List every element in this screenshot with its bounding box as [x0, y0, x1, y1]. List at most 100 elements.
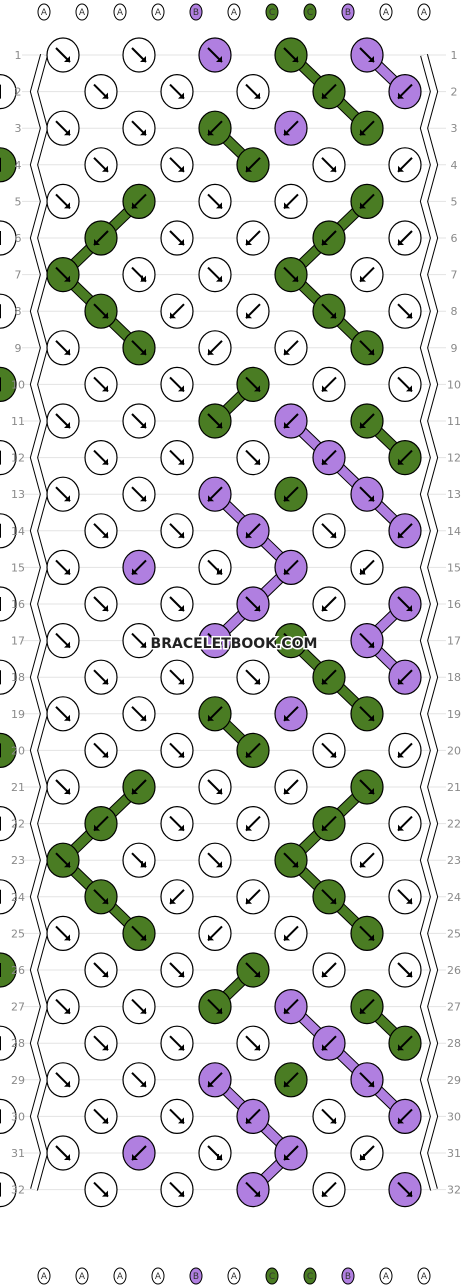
knot-arrow-head: [254, 678, 260, 685]
row-number-right: 8: [451, 305, 458, 318]
row-number-right: 9: [451, 342, 458, 355]
knot: [236, 1171, 270, 1208]
row-number-left: 8: [15, 305, 22, 318]
knot-arrow-head: [132, 788, 138, 794]
strand-tag-bottom: [113, 1267, 127, 1285]
knot-arrow-head: [322, 1044, 328, 1051]
strand-tag-bottom: [341, 1267, 355, 1285]
knot-circle: [0, 513, 17, 549]
knot: [198, 37, 232, 73]
knot: [312, 147, 346, 183]
row-number-left: 16: [11, 598, 25, 611]
knot: [274, 1062, 308, 1098]
strand-label-bottom: C: [269, 1272, 275, 1282]
row-number-right: 28: [447, 1037, 461, 1050]
knot-arrow-head: [140, 56, 146, 62]
knot: [312, 659, 346, 695]
strand-label-top: B: [193, 8, 199, 18]
row-number-left: 27: [11, 1001, 25, 1014]
knot-arrow-head: [140, 1007, 146, 1014]
knot: [0, 732, 17, 768]
strand-label-bottom: A: [117, 1272, 124, 1282]
knot-arrow-head: [330, 312, 336, 319]
row-number-right: 11: [447, 415, 461, 428]
knot: [312, 440, 346, 476]
knot: [312, 73, 346, 110]
knot: [198, 549, 232, 586]
knot-arrow-head: [140, 422, 146, 428]
knot-arrow-head: [178, 971, 184, 977]
knot: [388, 366, 422, 402]
knot-arrow-head: [208, 714, 214, 721]
knot-arrow-head: [254, 971, 260, 977]
knot: [84, 366, 118, 402]
row-number-left: 31: [11, 1147, 25, 1160]
row-number-right: 14: [447, 525, 461, 538]
knot: [0, 659, 17, 695]
knot: [46, 915, 80, 952]
knot: [46, 403, 80, 439]
knot-arrow-head: [368, 788, 374, 794]
knot-arrow-head: [360, 422, 366, 428]
knot: [46, 257, 80, 293]
knot: [160, 440, 194, 476]
knot-arrow-head: [368, 56, 374, 62]
knot: [388, 147, 422, 183]
knot: [84, 147, 118, 183]
knot: [274, 476, 308, 512]
knot: [274, 257, 308, 293]
knot-arrow-head: [140, 1080, 146, 1087]
knot: [236, 293, 270, 329]
knot: [388, 659, 422, 695]
knot: [46, 769, 80, 805]
row-number-left: 15: [11, 561, 25, 574]
knot: [388, 879, 422, 915]
knot: [236, 1098, 270, 1135]
knot: [236, 147, 270, 183]
knot: [160, 952, 194, 988]
row-number-left: 4: [15, 159, 22, 172]
knot: [236, 659, 270, 695]
knot: [312, 952, 346, 988]
knot: [388, 293, 422, 329]
knot: [236, 1025, 270, 1061]
row-number-right: 5: [451, 195, 458, 208]
knot-arrow-head: [64, 422, 70, 428]
knot-arrow-head: [216, 861, 222, 868]
knot-arrow-head: [284, 348, 290, 355]
knot-arrow-head: [284, 129, 290, 136]
knot-arrow-head: [102, 458, 108, 465]
knot-arrow-head: [406, 385, 412, 392]
edge-strand: [30, 54, 48, 1191]
strand-label-bottom: B: [193, 1272, 199, 1282]
knot-circle: [0, 806, 17, 842]
knot-arrow-head: [208, 348, 214, 355]
knot: [46, 330, 80, 366]
knot: [122, 988, 156, 1025]
row-number-right: 22: [447, 818, 461, 831]
strand-tag-top: [151, 3, 165, 21]
knot-arrow-head: [322, 605, 328, 611]
knot: [198, 1135, 232, 1171]
knot-arrow-head: [330, 897, 336, 904]
row-number-right: 7: [451, 269, 458, 282]
row-number-left: 11: [11, 415, 25, 428]
knot: [198, 915, 232, 952]
knot: [160, 879, 194, 915]
knot-arrow-head: [178, 1044, 184, 1051]
knot: [84, 513, 118, 549]
knot: [122, 622, 156, 659]
knot-arrow-head: [102, 605, 108, 611]
row-number-left: 25: [11, 927, 25, 940]
knot-arrow-head: [246, 824, 252, 831]
strand-tag-top: [341, 3, 355, 21]
row-number-right: 31: [447, 1147, 461, 1160]
strand-tag-bottom: [151, 1267, 165, 1285]
knot: [198, 622, 232, 659]
knot: [84, 659, 118, 695]
row-number-left: 1: [15, 49, 22, 62]
row-number-left: 20: [11, 744, 25, 757]
strand-label-top: A: [155, 8, 162, 18]
knot-arrow-head: [284, 202, 290, 209]
